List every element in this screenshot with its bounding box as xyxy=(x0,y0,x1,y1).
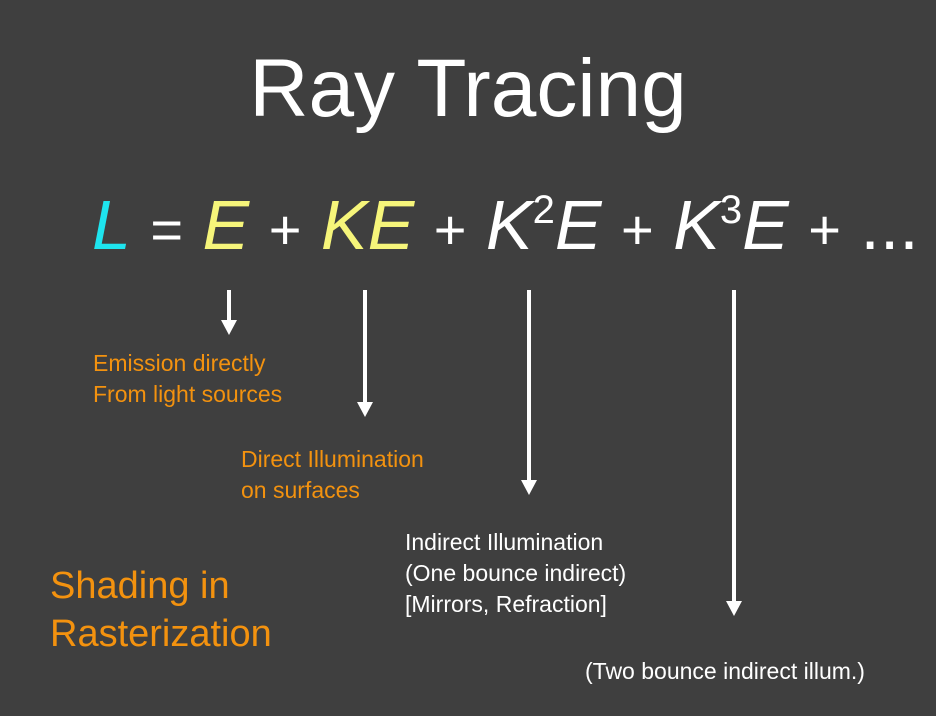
eq-term-K2E-E: E xyxy=(554,186,602,264)
eq-term-E: E xyxy=(202,186,250,264)
eq-plus-3: + xyxy=(620,198,654,261)
direct-label-line-2: on surfaces xyxy=(241,477,360,503)
eq-plus-4: + xyxy=(808,198,841,261)
emission-label: Emission directly From light sources xyxy=(93,348,282,410)
eq-term-KE-K: K xyxy=(320,186,368,264)
eq-term-K2E: K2E xyxy=(486,186,602,264)
direct-illumination-label: Direct Illumination on surfaces xyxy=(241,444,424,506)
indirect-illumination-label: Indirect Illumination (One bounce indire… xyxy=(405,527,626,620)
arrow-direct-shaft xyxy=(363,290,367,402)
direct-label-line-1: Direct Illumination xyxy=(241,446,424,472)
shading-in-rasterization-label: Shading in Rasterization xyxy=(50,562,272,658)
eq-term-K3E-K: K xyxy=(673,186,720,264)
indirect-label-line-1: Indirect Illumination xyxy=(405,529,604,555)
arrow-indirect-shaft xyxy=(527,290,531,480)
arrow-emission-head xyxy=(221,320,237,335)
eq-term-K3E: K3E xyxy=(673,186,789,264)
rendering-equation: L = E + KE + K2E + K3E + ... xyxy=(92,185,919,265)
eq-exponent-3: 3 xyxy=(719,188,743,232)
shading-label-line-1: Shading in xyxy=(50,565,230,607)
arrow-two-bounce-head xyxy=(726,601,742,616)
arrow-emission-shaft xyxy=(227,290,231,320)
arrow-direct-head xyxy=(357,402,373,417)
arrow-two-bounce-shaft xyxy=(732,290,736,601)
eq-term-KE: KE xyxy=(321,186,414,264)
eq-exponent-2: 2 xyxy=(532,188,555,232)
slide-title: Ray Tracing xyxy=(249,43,687,134)
eq-radiance-L: L xyxy=(92,186,131,264)
eq-term-K3E-E: E xyxy=(742,186,789,264)
arrow-indirect-head xyxy=(521,480,537,495)
eq-term-K2E-K: K xyxy=(485,186,533,264)
eq-plus-1: + xyxy=(268,198,302,261)
indirect-label-line-2: (One bounce indirect) xyxy=(405,560,627,586)
indirect-label-line-3: [Mirrors, Refraction] xyxy=(405,591,607,617)
emission-label-line-2: From light sources xyxy=(93,381,283,407)
shading-label-line-2: Rasterization xyxy=(50,613,272,655)
eq-ellipsis: ... xyxy=(860,186,919,264)
eq-plus-2: + xyxy=(433,198,467,261)
two-bounce-label: (Two bounce indirect illum.) xyxy=(585,658,865,684)
eq-equals: = xyxy=(150,198,184,261)
eq-term-KE-E: E xyxy=(367,186,415,264)
emission-label-line-1: Emission directly xyxy=(93,350,266,376)
